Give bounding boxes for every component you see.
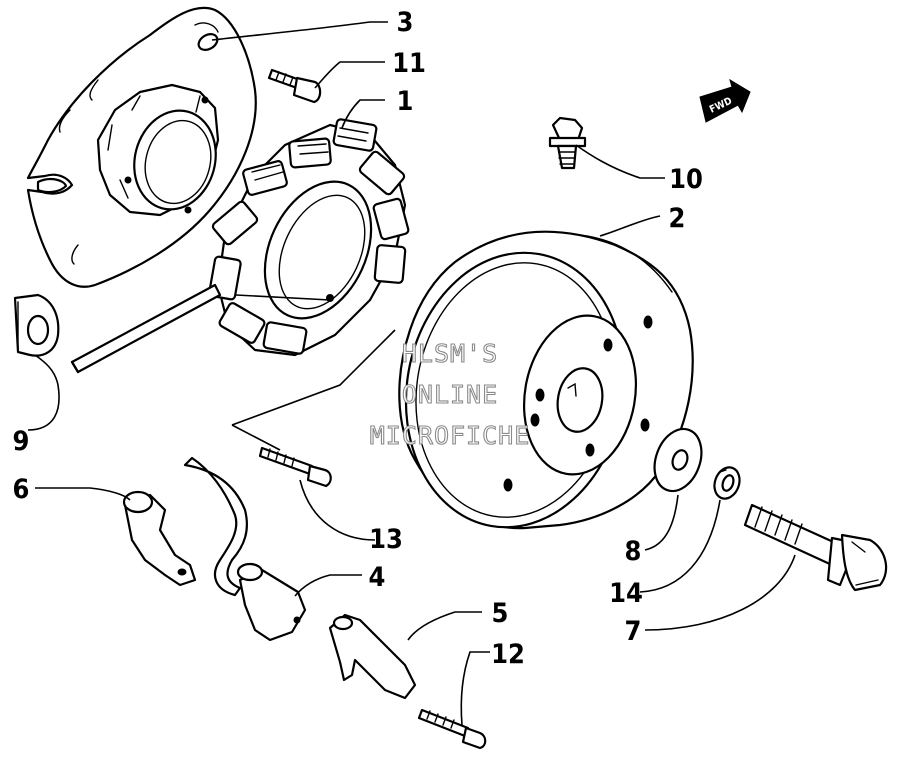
callout-9: 9 — [13, 426, 30, 457]
flange-bolt — [548, 116, 587, 170]
callout-12: 12 — [491, 639, 525, 670]
pickup-coil — [183, 456, 307, 642]
watermark-line-3: MICROFICHE — [370, 421, 531, 450]
callout-3: 3 — [397, 7, 414, 38]
callout-7: 7 — [625, 616, 642, 647]
forward-direction-arrow: FWD — [699, 78, 751, 123]
microfiche-watermark: HLSM'S ONLINE MICROFICHE — [369, 338, 531, 450]
callout-5: 5 — [492, 598, 509, 629]
callout-1: 1 — [397, 86, 414, 117]
flywheel-washer — [653, 427, 703, 493]
lock-washer — [713, 466, 741, 500]
wire-grommet — [13, 293, 60, 357]
watermark-line-1: HLSM'S — [402, 339, 498, 368]
callout-labels: 3 11 1 10 2 9 6 13 4 5 12 8 14 7 — [13, 7, 703, 670]
callout-6: 6 — [13, 474, 30, 505]
stator-screw — [258, 446, 332, 488]
flywheel — [398, 230, 694, 530]
stator-base-plate — [26, 6, 257, 288]
callout-2: 2 — [669, 203, 686, 234]
callout-14: 14 — [609, 578, 643, 609]
coil-bracket — [328, 613, 417, 700]
plate-screw — [267, 68, 322, 104]
callout-8: 8 — [625, 536, 642, 567]
callout-11: 11 — [392, 48, 426, 79]
callout-13: 13 — [369, 524, 403, 555]
stator-wire — [70, 283, 222, 374]
leader-lines — [27, 21, 796, 726]
stator-coil — [208, 118, 410, 357]
pulser-bracket — [122, 490, 197, 587]
callout-10: 10 — [669, 164, 703, 195]
watermark-line-2: ONLINE — [402, 380, 498, 409]
flywheel-bolt — [743, 503, 888, 592]
bracket-screw — [417, 708, 487, 750]
callout-4: 4 — [369, 562, 386, 593]
